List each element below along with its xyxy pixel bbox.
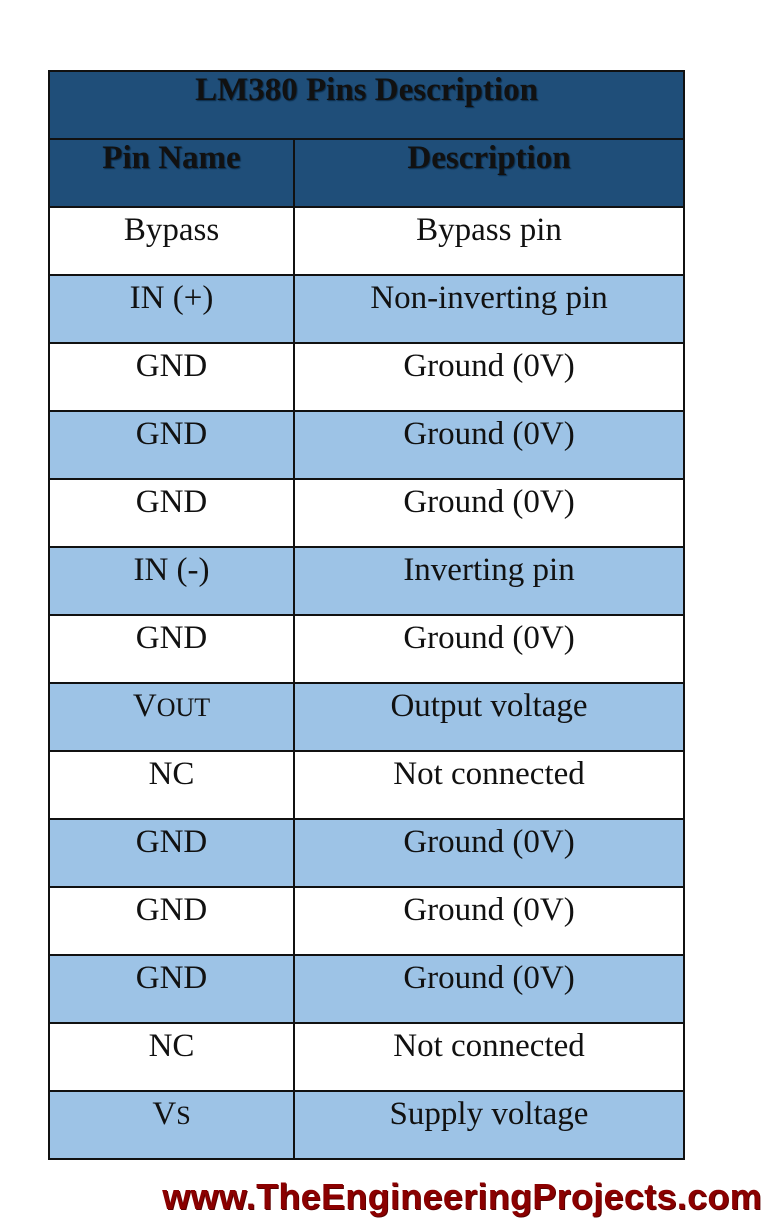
description-cell: Ground (0V) <box>292 818 686 888</box>
table-row: IN (+)Non-inverting pin <box>48 274 686 344</box>
pin-name-cell: Bypass <box>48 206 295 276</box>
table-title: LM380 Pins Description <box>47 70 686 140</box>
description-cell: Not connected <box>292 750 686 820</box>
pin-name-cell: VS <box>48 1090 295 1160</box>
pin-name-cell: GND <box>48 818 295 888</box>
column-header-description: Description <box>292 138 686 208</box>
pin-name-subscript: S <box>176 1101 191 1130</box>
description-cell: Ground (0V) <box>292 410 686 480</box>
pin-name-cell: GND <box>48 614 295 684</box>
table-header-row: Pin Name Description <box>48 138 686 208</box>
table-row: IN (-)Inverting pin <box>48 546 686 616</box>
description-cell: Ground (0V) <box>292 886 686 956</box>
pin-name-cell: GND <box>48 954 295 1024</box>
pin-name-main: V <box>152 1096 177 1132</box>
pin-name-cell: NC <box>48 1022 295 1092</box>
description-cell: Bypass pin <box>292 206 686 276</box>
description-cell: Supply voltage <box>292 1090 686 1160</box>
description-cell: Not connected <box>292 1022 686 1092</box>
pin-name-cell: VOUT <box>48 682 295 752</box>
pin-name-cell: IN (-) <box>48 546 295 616</box>
description-cell: Ground (0V) <box>292 614 686 684</box>
description-cell: Ground (0V) <box>292 478 686 548</box>
website-watermark: www.TheEngineeringProjects.com <box>162 1176 762 1217</box>
pin-name-cell: GND <box>48 410 295 480</box>
pin-name-cell: GND <box>48 478 295 548</box>
table-title-row: LM380 Pins Description <box>47 70 686 140</box>
column-header-pin-name: Pin Name <box>48 138 295 208</box>
pin-name-main: V <box>132 688 157 724</box>
pins-table: LM380 Pins Description Pin Name Descript… <box>47 70 686 1160</box>
description-cell: Non-inverting pin <box>292 274 686 344</box>
pin-name-cell: GND <box>48 342 295 412</box>
description-cell: Ground (0V) <box>292 954 686 1024</box>
description-cell: Ground (0V) <box>292 342 686 412</box>
description-cell: Output voltage <box>292 682 686 752</box>
description-cell: Inverting pin <box>292 546 686 616</box>
pin-name-cell: IN (+) <box>48 274 295 344</box>
pin-name-subscript: OUT <box>156 693 211 722</box>
pin-name-cell: NC <box>48 750 295 820</box>
pin-name-cell: GND <box>48 886 295 956</box>
